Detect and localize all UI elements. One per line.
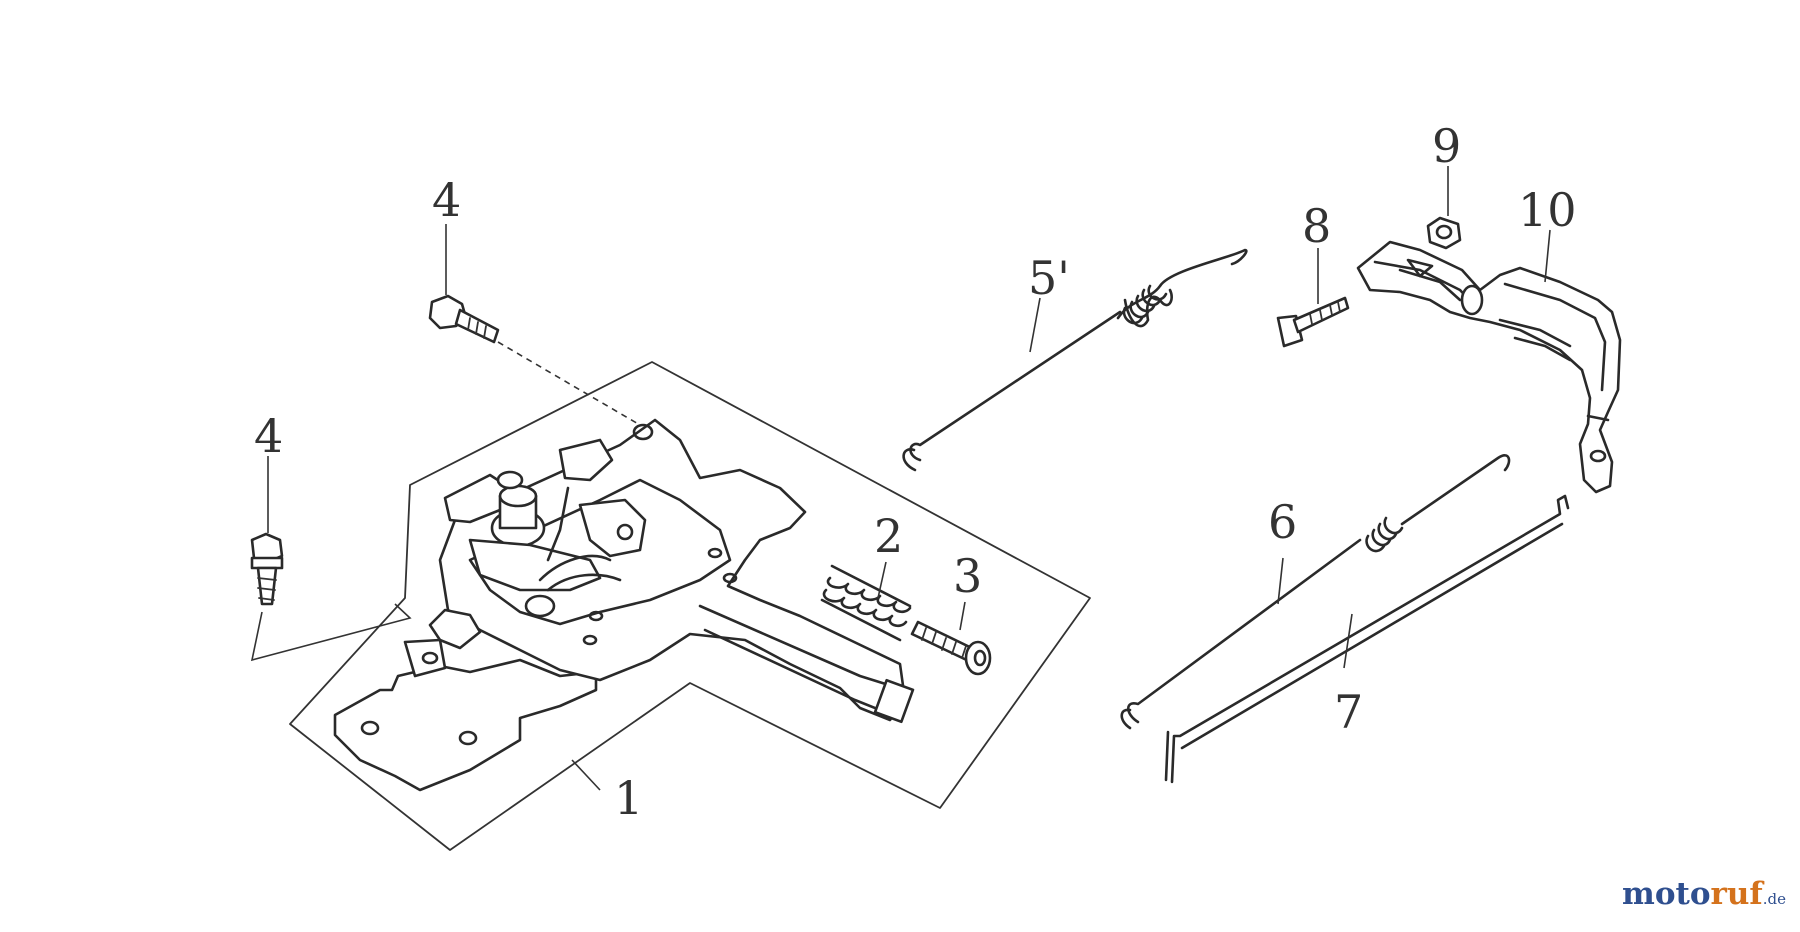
bolt-part-8: [1276, 248, 1350, 348]
callout-part-4-left: 4: [254, 409, 283, 463]
callout-part-3: 3: [953, 549, 982, 603]
bolt-part-4-upper: [428, 224, 641, 426]
watermark-part-3: .de: [1762, 890, 1786, 908]
watermark-logo: motoruf.de: [1622, 876, 1786, 912]
screw-part-3: [910, 601, 992, 676]
callout-part-1: 1: [614, 771, 643, 825]
assembly-frame: [289, 361, 1091, 851]
spring-rod-part-6: [1120, 454, 1511, 730]
callout-part-2: 2: [874, 509, 903, 563]
callout-part-6: 6: [1268, 495, 1297, 549]
spring-rod-part-5: [902, 248, 1248, 472]
rod-part-7: [1164, 494, 1570, 784]
callout-part-7: 7: [1334, 685, 1363, 739]
watermark-part-1: moto: [1622, 876, 1711, 912]
callout-part-5: 5': [1028, 251, 1070, 305]
callout-part-8: 8: [1302, 199, 1331, 253]
callout-part-10: 10: [1518, 183, 1577, 237]
callout-part-9: 9: [1432, 119, 1461, 173]
control-lever-part-10: [1356, 229, 1622, 494]
control-bracket-part-1: [333, 418, 915, 792]
callout-labels: 1 2 3 4 4 5' 6 7 8 9 10: [254, 119, 1577, 825]
nut-part-9: [1426, 166, 1462, 250]
spring-part-2: [820, 561, 912, 642]
watermark-part-2: ruf: [1710, 876, 1763, 912]
bolt-part-4-left: [250, 456, 412, 662]
callout-part-4-upper: 4: [432, 173, 461, 227]
